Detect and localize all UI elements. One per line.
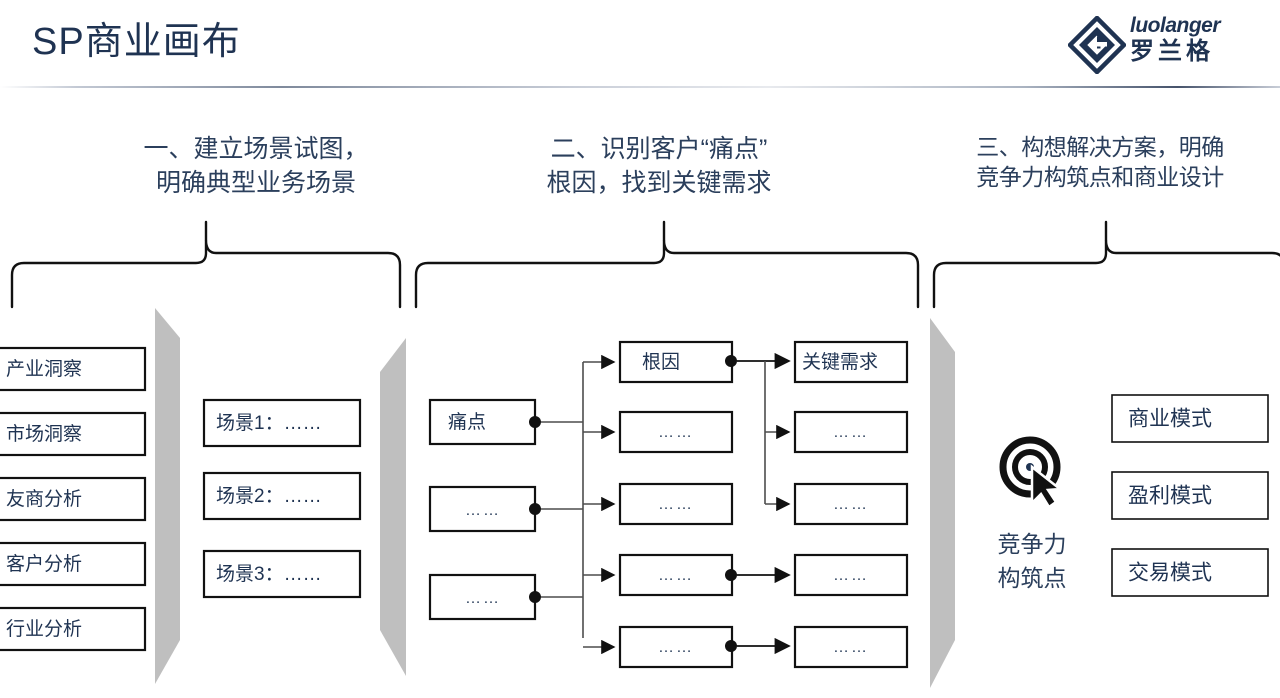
scenario-box-label: 场景1：…… <box>216 412 322 434</box>
wedge-separator-3 <box>930 318 955 688</box>
scenario-box[interactable]: 场景3：…… <box>202 549 362 599</box>
pain-point-label: 痛点 <box>448 411 486 433</box>
competitiveness-caption-line2: 构筑点 <box>998 565 1067 591</box>
connector-dot <box>725 640 737 652</box>
insight-box[interactable]: 市场洞察 <box>0 411 147 457</box>
design-model-label: 盈利模式 <box>1128 485 1212 508</box>
connector-dot <box>725 355 737 367</box>
key-need-box[interactable]: …… <box>793 553 909 597</box>
connector-group-cause-to-need <box>737 352 791 655</box>
wedge-separator-1 <box>155 308 180 684</box>
pain-point-box[interactable]: …… <box>428 485 541 533</box>
scenario-box-label: 场景3：…… <box>216 563 322 585</box>
key-need-box[interactable]: …… <box>793 410 909 454</box>
key-need-label: …… <box>833 424 869 441</box>
insight-box[interactable]: 友商分析 <box>0 476 147 522</box>
insight-box[interactable]: 产业洞察 <box>0 346 147 392</box>
root-cause-label: …… <box>658 496 694 513</box>
insight-box-label: 产业洞察 <box>6 358 82 380</box>
root-cause-box[interactable]: …… <box>618 553 737 597</box>
slide-header: SP商业画布 luolanger 罗兰格 <box>0 0 1280 88</box>
key-need-box[interactable]: …… <box>793 482 909 526</box>
key-need-label: …… <box>833 639 869 656</box>
section-heading-three: 三、构想解决方案，明确 竞争力构筑点和商业设计 <box>976 134 1224 190</box>
key-need-label: 关键需求 <box>802 351 878 373</box>
brace-section-one <box>10 220 402 309</box>
scenario-box-label: 场景2：…… <box>216 485 322 507</box>
wedge-separator-2 <box>380 338 406 676</box>
root-cause-label: …… <box>658 567 694 584</box>
design-model-box[interactable]: 交易模式 <box>1111 548 1269 597</box>
brand-name-chinese: 罗兰格 <box>1130 38 1214 65</box>
design-model-box[interactable]: 商业模式 <box>1111 394 1269 443</box>
pain-point-label: …… <box>465 590 501 607</box>
connector-dot <box>529 591 541 603</box>
connector-dot <box>529 416 541 428</box>
insight-box[interactable]: 行业分析 <box>0 606 147 652</box>
insight-box-label: 客户分析 <box>6 553 82 575</box>
brace-section-three <box>932 220 1280 309</box>
brand-name-latin: luolanger <box>1130 14 1221 37</box>
target-cursor-icon <box>999 436 1064 509</box>
page-title: SP商业画布 <box>32 21 241 63</box>
scenario-box[interactable]: 场景2：…… <box>202 471 362 521</box>
root-cause-box[interactable]: 根因 <box>618 340 737 384</box>
design-model-label: 商业模式 <box>1128 408 1212 431</box>
section-heading-one: 一、建立场景试图， 明确典型业务场景 <box>143 135 369 197</box>
key-need-box[interactable]: …… <box>793 625 909 669</box>
root-cause-box[interactable]: …… <box>618 625 737 669</box>
root-cause-label: 根因 <box>642 351 680 373</box>
connector-group-pain-to-cause <box>541 354 616 655</box>
key-need-label: …… <box>833 496 869 513</box>
pain-point-box[interactable]: 痛点 <box>428 398 541 446</box>
pain-point-label: …… <box>465 502 501 519</box>
competitiveness-caption-line1: 竞争力 <box>998 531 1067 557</box>
scenario-box[interactable]: 场景1：…… <box>202 398 362 448</box>
header-divider <box>0 86 1280 88</box>
section-heading-two: 二、识别客户“痛点” 根因，找到关键需求 <box>546 135 772 197</box>
design-model-label: 交易模式 <box>1128 562 1212 585</box>
design-model-box[interactable]: 盈利模式 <box>1111 471 1269 520</box>
key-need-box[interactable]: 关键需求 <box>793 340 909 384</box>
connector-dot <box>529 503 541 515</box>
key-need-label: …… <box>833 567 869 584</box>
diamond-g-logo-icon <box>1068 16 1126 74</box>
competitiveness-block: 竞争力 构筑点 <box>998 436 1067 591</box>
insight-box-label: 市场洞察 <box>6 423 82 445</box>
root-cause-label: …… <box>658 639 694 656</box>
insight-box-label: 行业分析 <box>6 618 82 640</box>
brace-section-two <box>414 220 920 309</box>
root-cause-box[interactable]: …… <box>618 410 734 454</box>
root-cause-label: …… <box>658 424 694 441</box>
brand-logo: luolanger 罗兰格 <box>1068 10 1268 76</box>
insight-box[interactable]: 客户分析 <box>0 541 147 587</box>
root-cause-box[interactable]: …… <box>618 482 734 526</box>
insight-box-label: 友商分析 <box>6 488 82 510</box>
pain-point-box[interactable]: …… <box>428 573 541 621</box>
connector-dot <box>725 569 737 581</box>
brand-logo-text: luolanger 罗兰格 <box>1130 14 1270 66</box>
